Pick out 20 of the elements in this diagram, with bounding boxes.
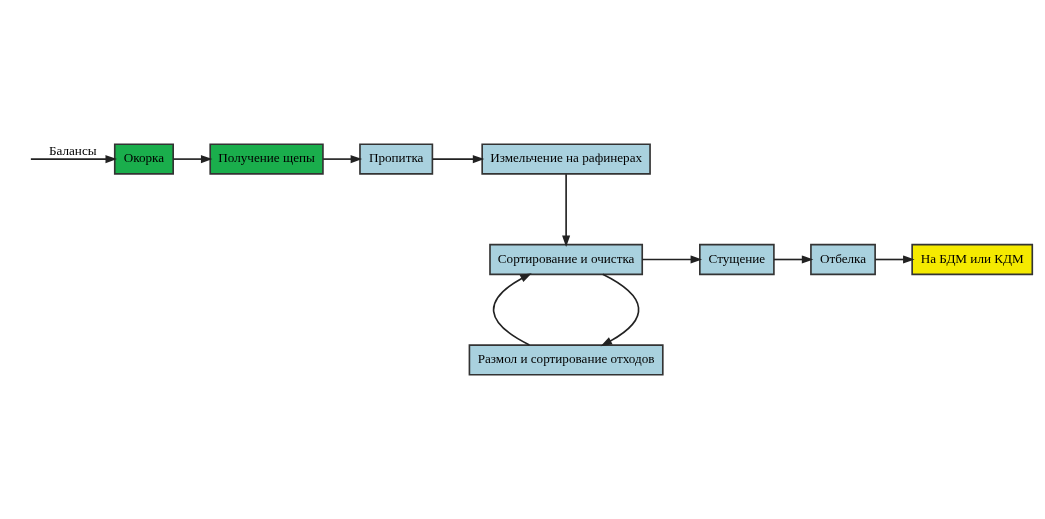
arrow <box>30 155 118 164</box>
edge-label: Балансы <box>48 142 97 158</box>
arrow <box>641 255 703 264</box>
node-box: Стущение <box>699 243 775 276</box>
node-box: Получение щепы <box>209 143 324 175</box>
node-box: Пропитка <box>359 143 434 175</box>
node-box: Размол и сортирование отходов <box>468 344 664 376</box>
arrow <box>874 255 915 264</box>
arrow <box>600 273 640 347</box>
node-box: На БДМ или КДМ <box>911 243 1034 276</box>
arrow <box>492 273 532 346</box>
arrow <box>431 155 485 164</box>
node-box: Отбелка <box>810 243 876 276</box>
arrow <box>172 155 213 164</box>
arrow <box>562 173 571 248</box>
node-box: Сортирование и очистка <box>489 243 644 276</box>
node-box: Измельчение на рафинерах <box>481 143 651 175</box>
arrow <box>773 255 814 264</box>
node-box: Окорка <box>113 143 174 175</box>
arrow <box>322 155 363 164</box>
